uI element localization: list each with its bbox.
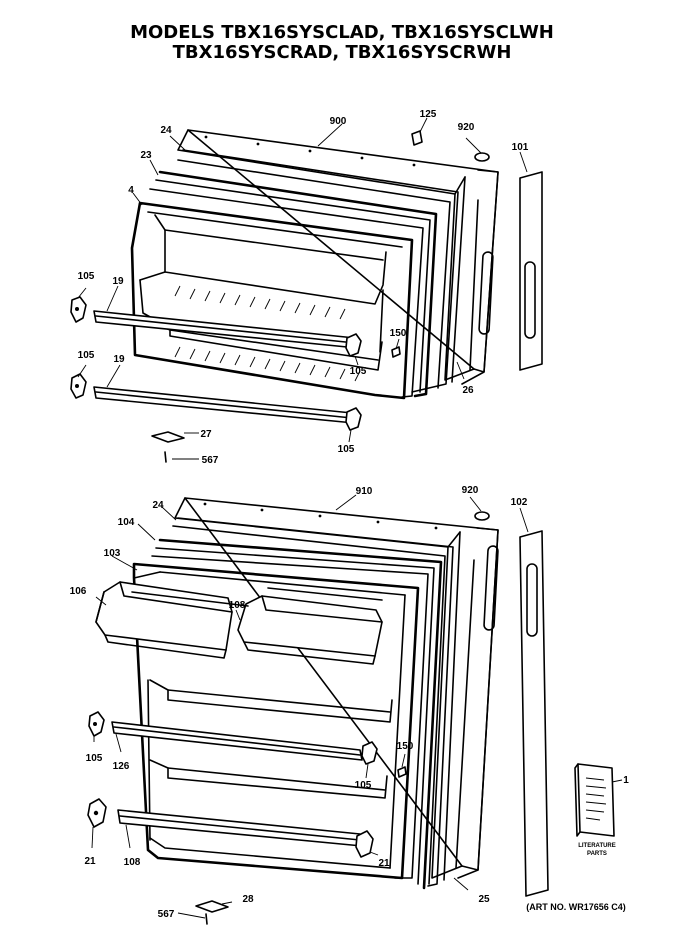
label-21-right: 21 (378, 858, 390, 869)
freezer-handle-101 (519, 171, 543, 371)
label-19-a: 19 (112, 276, 124, 287)
label-105-c: 105 (350, 366, 367, 377)
freezer-end-cap-105d (345, 407, 362, 431)
freezer-outer-door-900 (177, 129, 499, 385)
label-105-a: 105 (78, 271, 95, 282)
label-4: 4 (128, 185, 134, 196)
fresh-food-door-assembly (87, 497, 549, 925)
label-27: 27 (200, 429, 212, 440)
label-150-lower: 150 (397, 741, 414, 752)
label-1: 1 (623, 775, 629, 786)
plug-920-lower (474, 511, 490, 521)
upper-leader-lines (77, 117, 528, 460)
screw-567-upper (164, 451, 167, 463)
label-108-upper: 108 (229, 600, 246, 611)
label-108-lower: 108 (124, 857, 141, 868)
label-910: 910 (356, 486, 373, 497)
label-101: 101 (512, 142, 529, 153)
label-28: 28 (242, 894, 254, 905)
literature-label-line1: LITERATURE (578, 843, 616, 849)
label-24-lower: 24 (152, 500, 164, 511)
label-24-upper: 24 (160, 125, 172, 136)
screw-567-lower (205, 913, 208, 925)
label-106: 106 (70, 586, 87, 597)
label-26: 26 (462, 385, 474, 396)
freezer-gasket (149, 149, 459, 398)
fresh-food-end-cap-21b (355, 830, 374, 858)
bracket-28 (195, 900, 229, 913)
label-105-d: 105 (338, 444, 355, 455)
literature-label-line2: PARTS (587, 851, 607, 857)
fresh-food-door-liner-103 (132, 562, 420, 880)
label-150-upper: 150 (390, 328, 407, 339)
title-line-2: TBX16SYSCRAD, TBX16SYSCRWH (173, 42, 512, 63)
fresh-food-gasket (151, 517, 454, 890)
freezer-door-assembly (70, 129, 543, 463)
label-920-upper: 920 (458, 122, 475, 133)
plug-125 (411, 130, 423, 146)
fresh-food-handle-102 (519, 530, 549, 897)
label-900: 900 (330, 116, 347, 127)
label-25: 25 (478, 894, 490, 905)
label-19-b: 19 (113, 354, 125, 365)
label-125: 125 (420, 109, 437, 120)
label-567-lower: 567 (158, 909, 175, 920)
literature-booklet: LITERATURE PARTS (574, 763, 616, 857)
screw-150-lower (397, 766, 407, 778)
freezer-end-cap-105c (345, 333, 362, 357)
callout-labels: 900 125 920 101 24 23 4 105 19 105 19 15… (70, 109, 630, 920)
title-line-1: MODELS TBX16SYSCLAD, TBX16SYSCLWH (130, 22, 554, 43)
plug-920 (474, 152, 490, 162)
label-105-b: 105 (78, 350, 95, 361)
dairy-compartment-108 (131, 587, 383, 665)
art-number: (ART NO. WR17656 C4) (526, 902, 626, 912)
label-103: 103 (104, 548, 121, 559)
dairy-door-106 (95, 581, 233, 659)
label-920-lower: 920 (462, 485, 479, 496)
label-23: 23 (140, 150, 152, 161)
lower-leader-lines (91, 494, 623, 919)
label-21-left: 21 (84, 856, 96, 867)
fresh-food-end-cap-105f (361, 741, 378, 765)
label-104: 104 (118, 517, 135, 528)
label-126: 126 (113, 761, 130, 772)
label-102: 102 (511, 497, 528, 508)
label-567-upper: 567 (202, 455, 219, 466)
label-105-e: 105 (86, 753, 103, 764)
bracket-27 (151, 431, 185, 443)
label-105-f: 105 (355, 780, 372, 791)
